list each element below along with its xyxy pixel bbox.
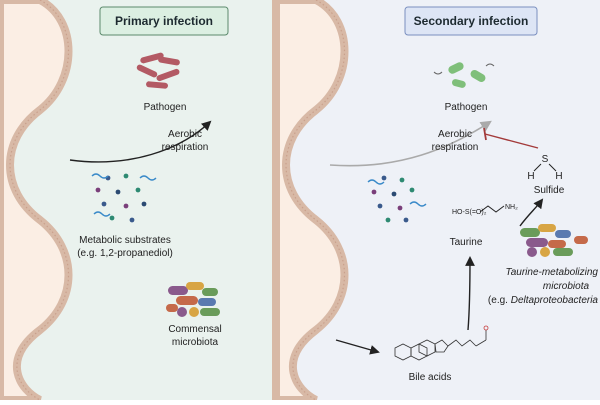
primary-panel: Primary infection Pathogen Aerobic respi… [0,0,272,404]
taurine-metabolizing-example: (e.g. Deltaproteobacteria [488,295,599,306]
taurine-metabolizing-label-2: microbiota [543,281,590,292]
secondary-aerobic-label-2: respiration [432,142,479,153]
primary-title: Primary infection [115,14,213,28]
taurine-label: Taurine [450,237,483,248]
taurine-to-sulfide-arrow [519,198,544,227]
sulfide-molecule: S H H [527,154,562,182]
primary-substrates-label-2: (e.g. 1,2-propanediol) [77,248,173,259]
primary-aerobic-label-2: respiration [162,142,209,153]
primary-intestinal-wall [0,0,73,404]
primary-commensal-cluster [166,282,220,317]
primary-pathogen-label: Pathogen [144,102,187,113]
secondary-aerobic-label-1: Aerobic [438,129,472,140]
primary-substrate-dots [91,173,157,223]
primary-commensal-label-1: Commensal [168,324,221,335]
primary-pathogen-cluster [136,52,180,89]
example-prefix: (e.g. [488,295,511,306]
taurine-sulfonate-group: HO-S(=O)₂ [452,209,487,216]
primary-commensal-label-2: microbiota [172,337,219,348]
primary-title-box [99,6,229,36]
secondary-pathogen-label: Pathogen [445,102,488,113]
sulfide-s-atom: S [542,154,549,165]
bile-acids-label: Bile acids [409,372,452,383]
secondary-title-box [404,6,538,36]
primary-microvilli-edge [9,0,69,401]
taurine-metabolizing-label-1: Taurine-metabolizing [506,267,599,278]
sulfide-h-atom-left: H [527,171,534,182]
taurine-metabolizing-cluster [520,224,588,257]
bile-entry-arrow [335,339,380,355]
sulfide-h-atom-right: H [555,171,562,182]
secondary-substrate-dots [367,175,427,223]
secondary-pathogen-cluster [433,62,495,88]
sulfide-inhibition-marker [483,127,539,149]
sulfide-label: Sulfide [534,185,565,196]
primary-respiration-arrow [69,120,212,163]
secondary-microvilli-edge [285,0,345,401]
primary-aerobic-label-1: Aerobic [168,129,202,140]
secondary-intestinal-wall [272,0,349,404]
example-taxon: Deltaproteobacteria [511,295,599,306]
bile-to-taurine-arrow [465,256,475,331]
primary-substrates-label-1: Metabolic substrates [79,235,171,246]
secondary-title: Secondary infection [414,14,529,28]
taurine-molecule: HO-S(=O)₂ NH₂ [452,204,518,216]
bile-acid-molecule [394,325,489,361]
taurine-amine-group: NH₂ [505,204,518,211]
secondary-respiration-arrow [329,120,492,167]
secondary-panel: Secondary infection Pathogen Aerobic res… [272,0,600,404]
